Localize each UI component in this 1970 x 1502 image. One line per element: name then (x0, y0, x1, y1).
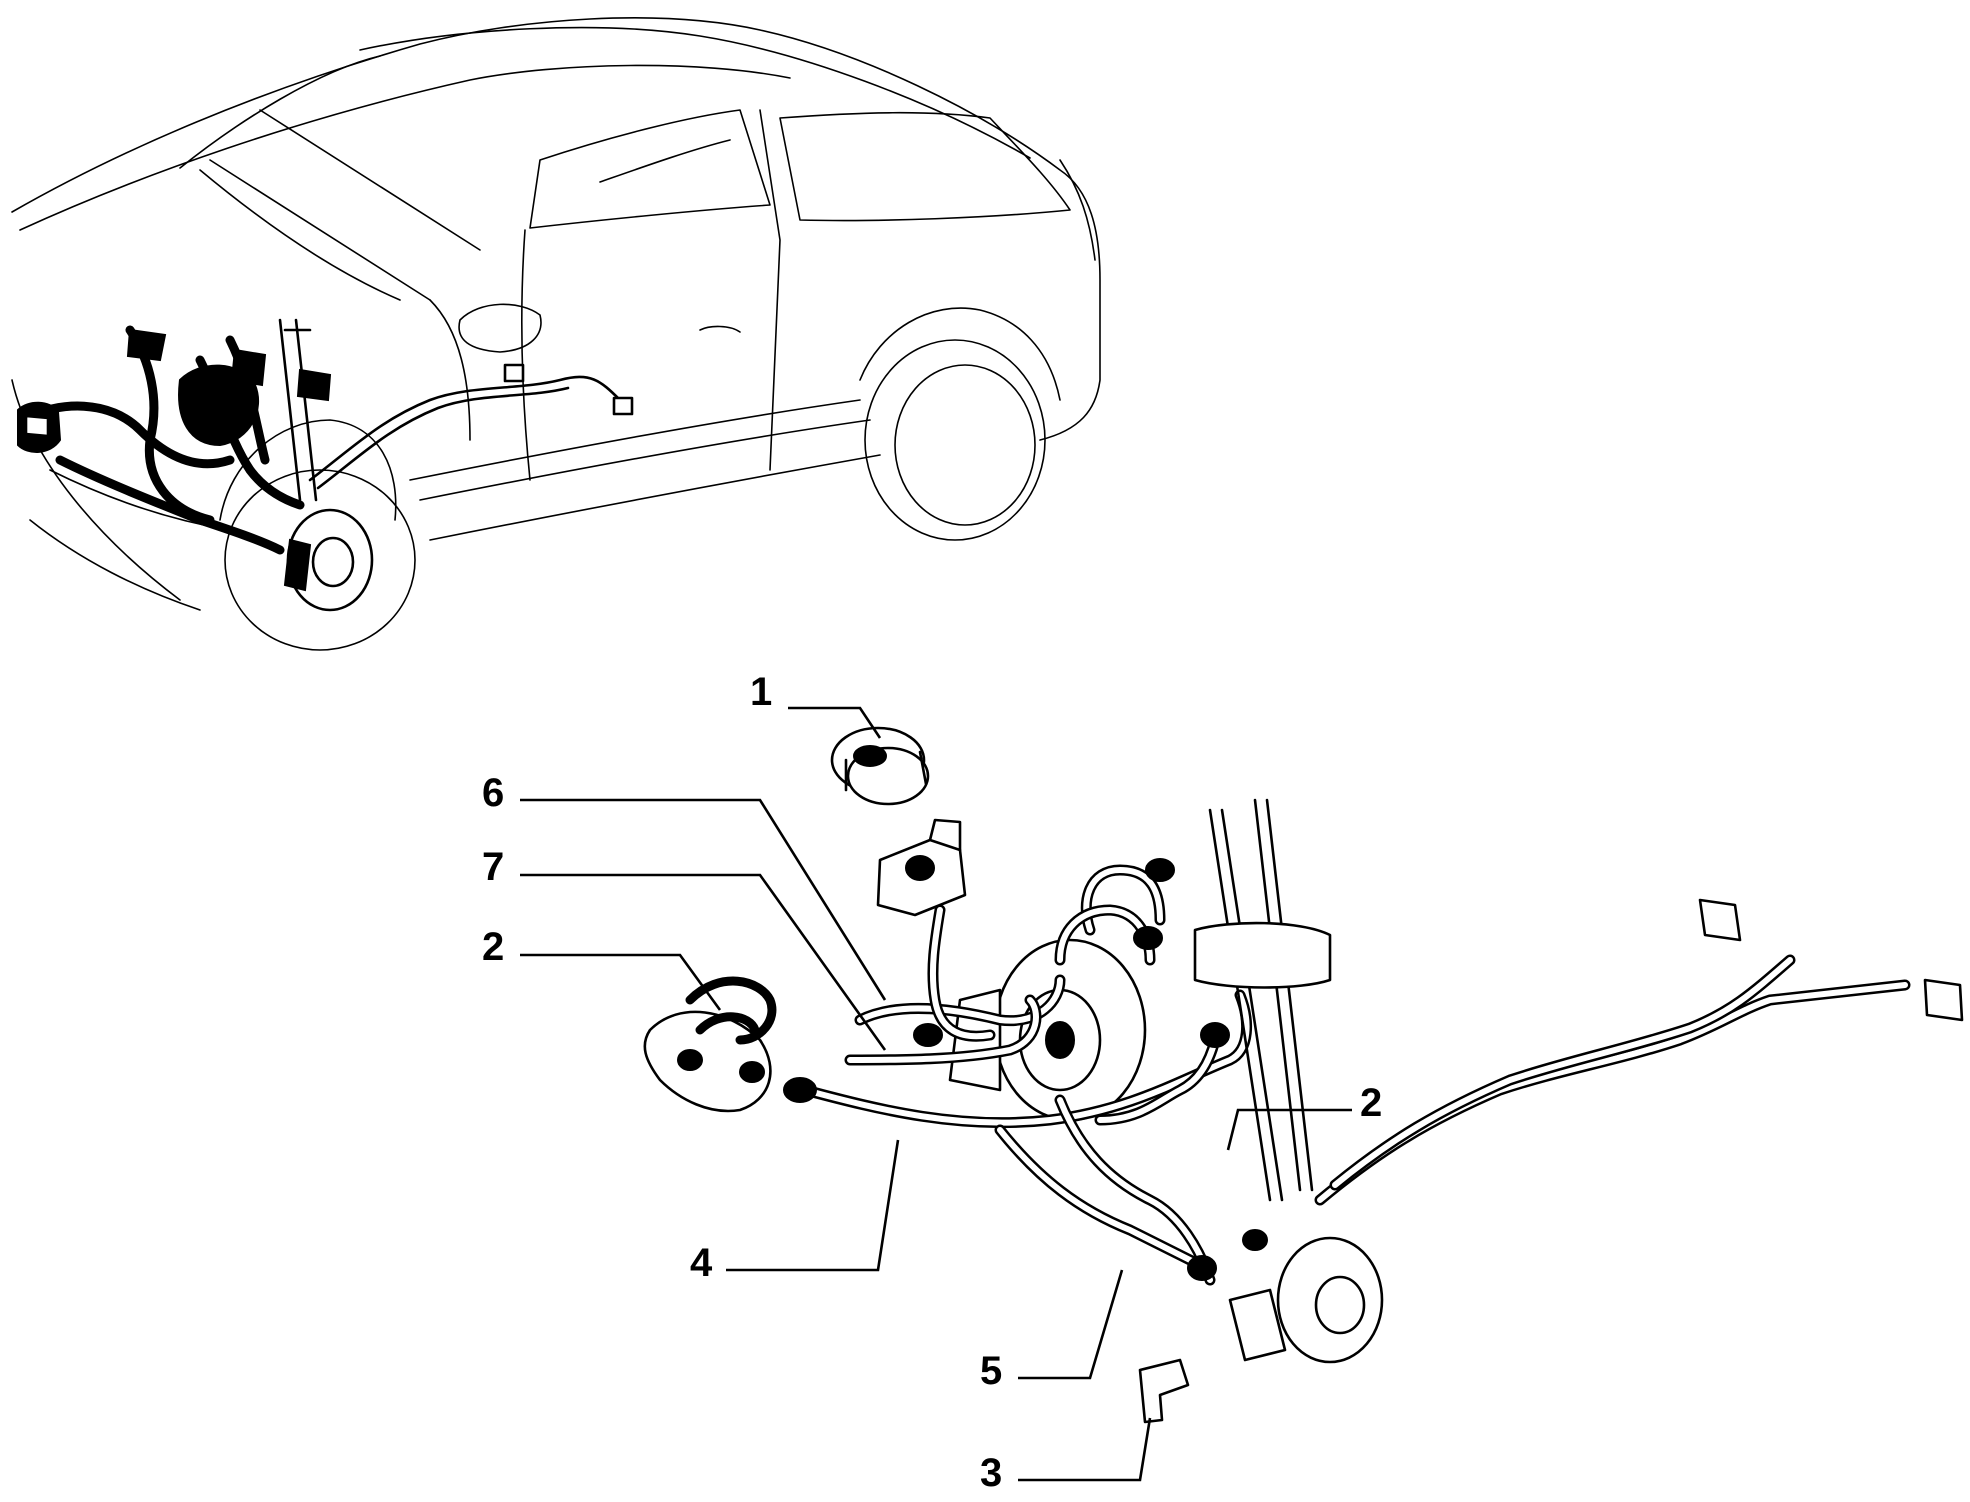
callout-label: 2 (482, 925, 504, 969)
callout-4: 4 (690, 1139, 900, 1285)
callout-label: 5 (980, 1349, 1002, 1393)
callout-7: 7 (482, 845, 887, 1051)
part-pipe-clip (1138, 1358, 1190, 1424)
callout-6: 6 (482, 771, 887, 1001)
part-left-brake-caliper (643, 976, 777, 1113)
callout-2-right: 2 (1226, 1081, 1382, 1151)
callout-label: 6 (482, 771, 504, 815)
callout-1: 1 (750, 670, 882, 739)
callout-5: 5 (980, 1269, 1124, 1393)
part-brake-servo (948, 938, 1147, 1122)
callout-label: 4 (690, 1241, 713, 1285)
pipe-fittings (783, 858, 1230, 1281)
callout-label: 1 (750, 670, 772, 714)
callout-label: 2 (1360, 1081, 1382, 1125)
part-right-strut-disc (1193, 798, 1384, 1364)
rear-brake-pipe (1314, 898, 1964, 1206)
callout-2-left: 2 (482, 925, 722, 1011)
callout-3: 3 (980, 1417, 1152, 1495)
part-grommet (830, 726, 930, 806)
car-overview-illustration (11, 17, 1101, 651)
part-junction-bracket (876, 818, 967, 917)
callout-label: 3 (980, 1451, 1002, 1495)
callout-label: 7 (482, 845, 504, 889)
